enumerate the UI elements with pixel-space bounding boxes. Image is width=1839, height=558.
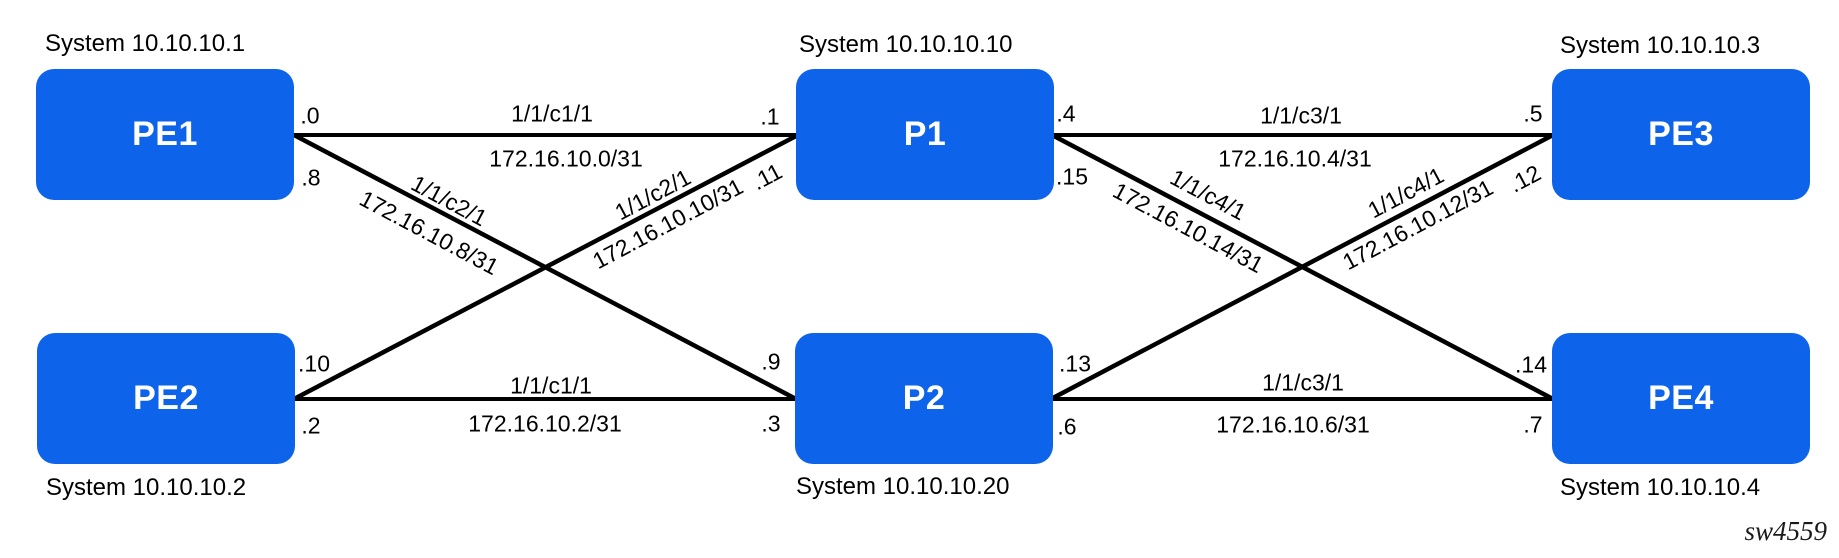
- ip-end-pe1-p2-a: .8: [301, 164, 321, 191]
- system-label-p2: System 10.10.10.20: [796, 473, 1010, 500]
- ip-end-pe2-p2-a: .2: [301, 412, 321, 439]
- port-label-pe2-p2: 1/1/c1/1: [510, 372, 592, 399]
- port-label-p1-pe3: 1/1/c3/1: [1260, 102, 1342, 129]
- port-label-p2-pe4: 1/1/c3/1: [1262, 369, 1344, 396]
- node-pe3: PE3: [1552, 69, 1810, 200]
- ip-end-p1-pe3-b: .5: [1523, 100, 1543, 127]
- port-label-pe1-p1: 1/1/c1/1: [511, 100, 593, 127]
- node-pe2-label: PE2: [133, 379, 199, 417]
- figure-id-watermark: sw4559: [1744, 516, 1827, 546]
- link-line-p2-pe3: [1049, 133, 1555, 401]
- ip-end-p1-pe4-b: .14: [1515, 351, 1547, 378]
- node-p2: P2: [795, 333, 1053, 464]
- node-pe1-label: PE1: [132, 115, 198, 153]
- ip-end-p1-pe3-a: .4: [1056, 100, 1076, 127]
- ip-end-pe2-p2-b: .3: [761, 410, 781, 437]
- ip-end-pe2-p1-a: .10: [298, 350, 330, 377]
- node-p1: P1: [796, 69, 1054, 200]
- ip-end-p1-pe4-a: .15: [1056, 163, 1088, 190]
- link-line-pe2-p1: [292, 133, 800, 401]
- system-label-pe1: System 10.10.10.1: [45, 30, 246, 57]
- system-label-pe3: System 10.10.10.3: [1560, 32, 1761, 59]
- node-pe3-label: PE3: [1648, 115, 1714, 153]
- system-label-pe4: System 10.10.10.4: [1560, 474, 1761, 501]
- ip-end-p2-pe4-b: .7: [1523, 411, 1543, 438]
- ip-end-pe1-p1-a: .0: [300, 102, 320, 129]
- node-pe4: PE4: [1552, 333, 1810, 464]
- system-label-pe2: System 10.10.10.2: [46, 474, 247, 501]
- node-p2-label: P2: [902, 379, 946, 417]
- subnet-label-pe1-p1: 172.16.10.0/31: [489, 145, 643, 172]
- subnet-label-p1-pe3: 172.16.10.4/31: [1218, 145, 1372, 172]
- ip-end-p2-pe3-a: .13: [1059, 350, 1091, 377]
- subnet-label-p2-pe4: 172.16.10.6/31: [1216, 411, 1370, 438]
- ip-end-p2-pe4-a: .6: [1057, 413, 1077, 440]
- node-pe2: PE2: [37, 333, 295, 464]
- node-pe1: PE1: [36, 69, 294, 200]
- ip-end-pe1-p2-b: .9: [761, 348, 781, 375]
- node-p1-label: P1: [903, 115, 947, 153]
- node-pe4-label: PE4: [1648, 379, 1714, 417]
- ip-end-pe1-p1-b: .1: [760, 103, 780, 130]
- system-label-p1: System 10.10.10.10: [799, 31, 1013, 58]
- subnet-label-pe2-p2: 172.16.10.2/31: [468, 410, 622, 437]
